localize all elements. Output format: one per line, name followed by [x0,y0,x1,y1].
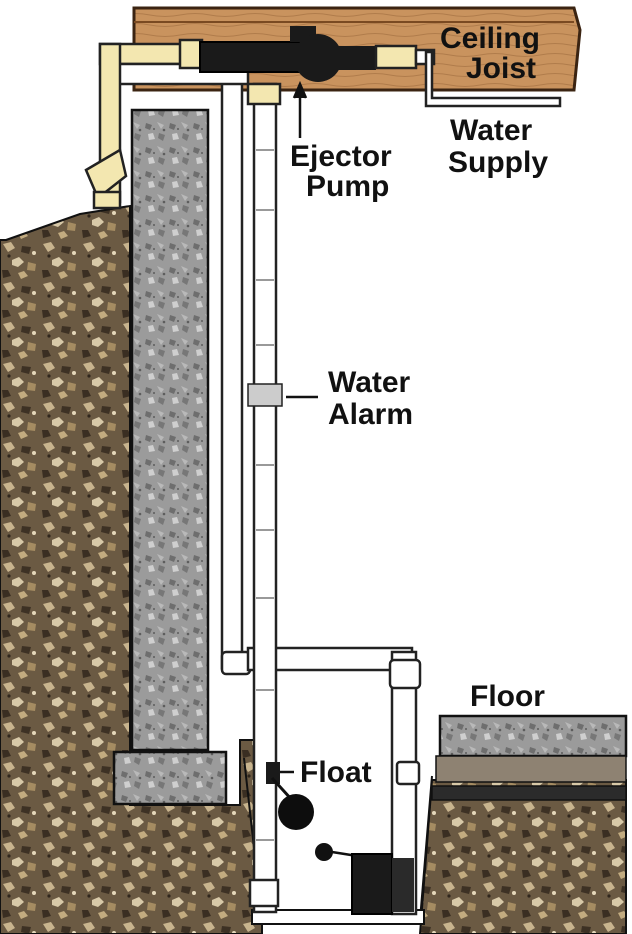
sump-pump [315,843,414,915]
foundation-wall [130,108,210,752]
water-supply-pipe [374,44,562,108]
leader-lines [280,80,318,774]
ceiling-joist-label-line1: Ceiling [440,22,540,55]
floor-slab [438,714,628,758]
riser-pipe [246,82,282,914]
water-alarm-label-line1: Water [328,366,411,399]
water-supply-label-line2: Supply [448,146,548,179]
floor-slab-lower [435,755,627,783]
ejector-pump [199,26,376,82]
drain-tile [431,785,627,801]
footing [112,750,228,806]
float-label: Float [300,756,372,789]
floor-label: Floor [470,680,545,713]
discharge-pipe [220,78,422,916]
water-alarm-device [247,383,283,407]
riser-ticks [256,149,274,841]
float-switch [266,762,314,830]
ejector-pump-label-line1: Ejector [290,140,392,173]
water-alarm-label-line2: Alarm [328,398,413,431]
water-supply-label-line1: Water [450,114,533,147]
ceiling-joist-label-line2: Joist [466,52,536,85]
ejector-pump-label-line2: Pump [306,170,389,203]
soil-right [418,779,627,934]
